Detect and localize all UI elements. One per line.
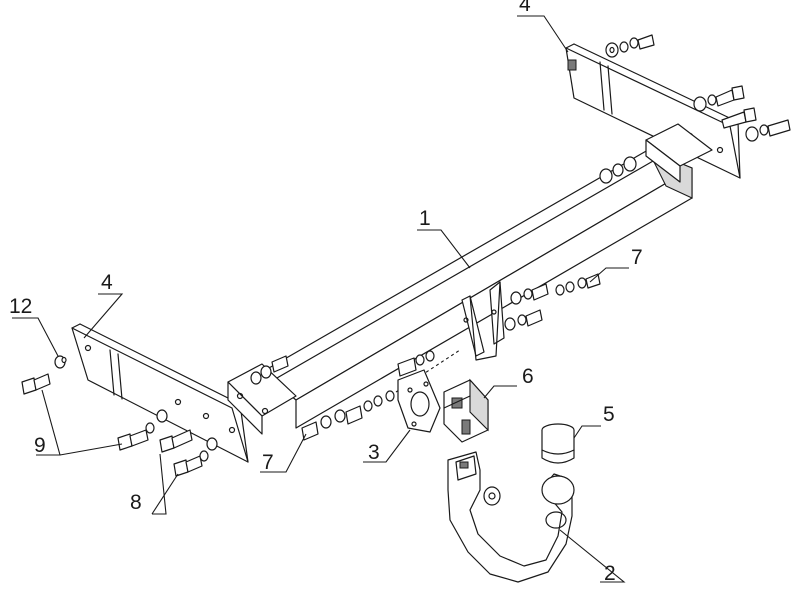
callout-7-right: 7 <box>631 246 643 269</box>
beam-end-plate-left <box>227 363 297 435</box>
callout-6: 6 <box>522 365 534 388</box>
bracket-left-plate <box>71 323 249 463</box>
left-end-nut-stack <box>250 355 289 385</box>
callout-8: 8 <box>130 491 142 514</box>
ball-cover <box>541 423 575 464</box>
beam-end-plate-right <box>645 123 713 183</box>
callout-7-center: 7 <box>262 451 274 474</box>
center-bracket <box>461 281 505 361</box>
socket-plate <box>397 369 441 433</box>
center-right-bolt-row <box>504 273 601 331</box>
callout-12: 12 <box>9 295 32 318</box>
callout-2: 2 <box>604 562 616 585</box>
right-top-bolt-stack <box>605 34 791 142</box>
callout-9: 9 <box>34 434 46 457</box>
callout-3: 3 <box>368 441 380 464</box>
right-end-nut-stack <box>599 156 637 184</box>
center-left-bolt-row <box>301 349 461 441</box>
callout-4-right: 4 <box>519 0 531 16</box>
callout-4-left: 4 <box>101 271 113 294</box>
callout-5: 5 <box>603 403 615 426</box>
left-bolt-stacks <box>21 355 218 477</box>
crossbeam <box>261 148 693 429</box>
leader-lines <box>12 15 629 583</box>
electrical-socket <box>443 378 489 443</box>
ball-neck <box>447 451 575 583</box>
callout-1: 1 <box>419 207 431 230</box>
